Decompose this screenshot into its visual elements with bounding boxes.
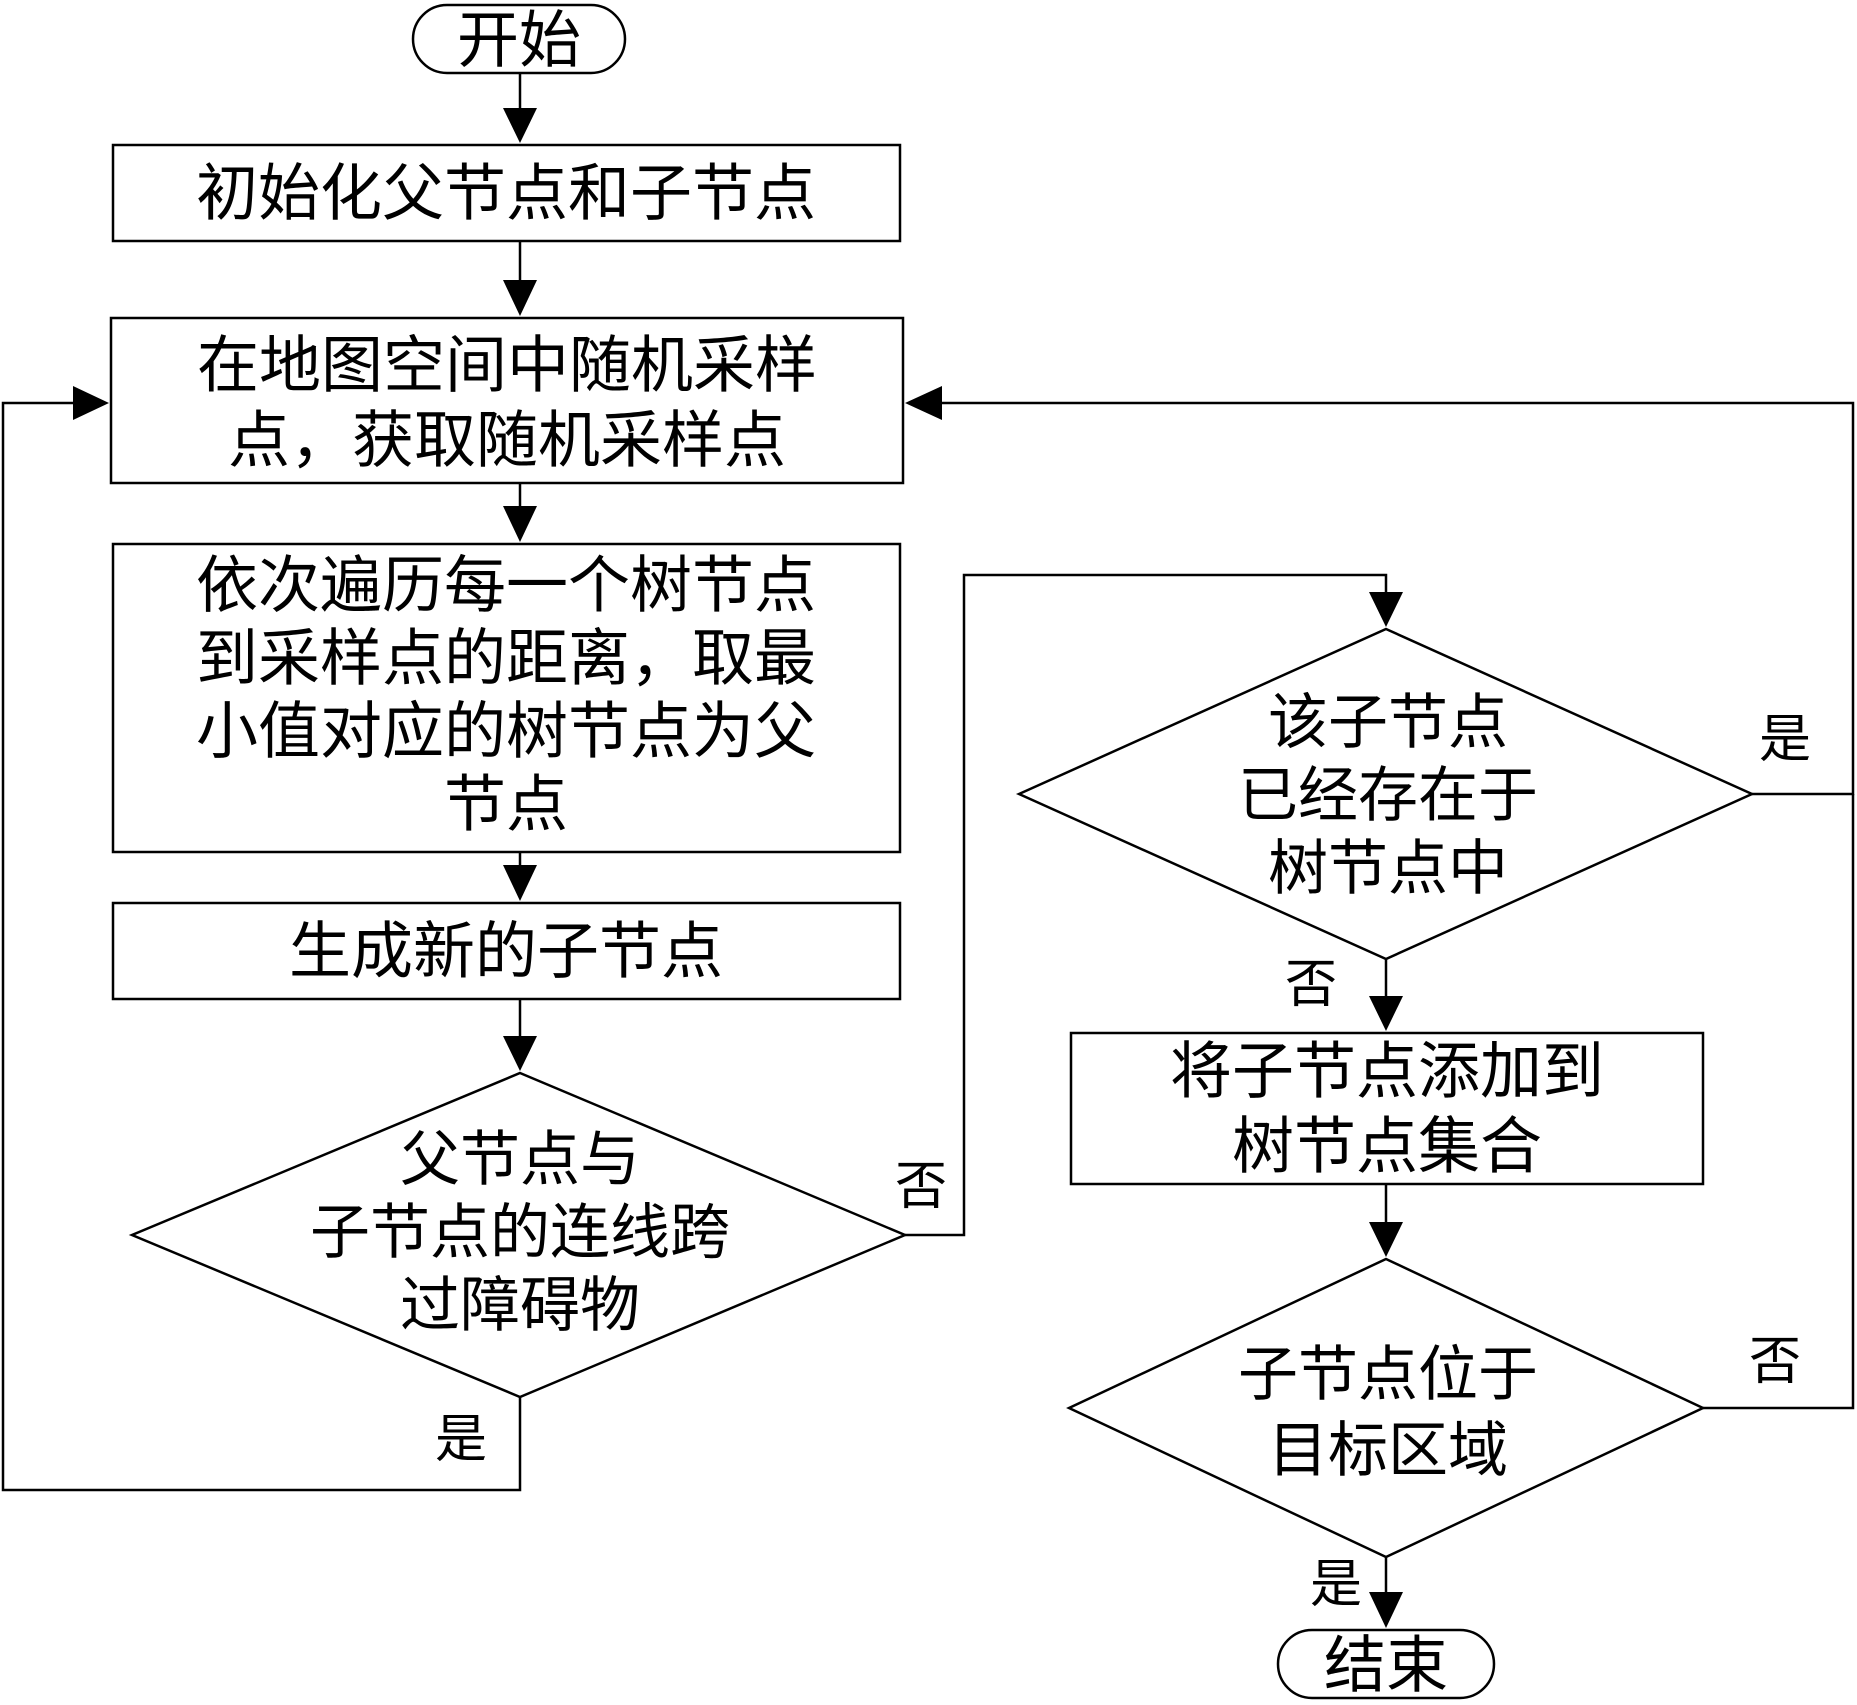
- exists-decision: 该子节点 已经存在于 树节点中: [1015, 627, 1756, 961]
- arrow-collision-yes-loop: [1, 386, 522, 1492]
- arrow-collision-no-to-exists: [905, 573, 1403, 1237]
- goal-label-line-2: 目标区域: [1268, 1416, 1508, 1486]
- add-label-line-2: 树节点集合: [1232, 1110, 1542, 1183]
- arrow-start-to-init: [503, 73, 537, 143]
- sample-label-line-1: 在地图空间中随机采样: [197, 329, 817, 402]
- arrow-generate-to-collision: [503, 999, 537, 1071]
- exists-no-label: 否: [1285, 955, 1337, 1015]
- collision-label-line-1: 父节点与: [400, 1125, 640, 1195]
- exists-label-line-3: 树节点中: [1268, 834, 1508, 904]
- goal-yes-label: 是: [1310, 1555, 1362, 1615]
- start-label: 开始: [457, 4, 581, 77]
- exists-yes-label: 是: [1759, 710, 1811, 770]
- nearest-node: 依次遍历每一个树节点 到采样点的距离，取最 小值对应的树节点为父 节点: [111, 542, 902, 854]
- generate-node: 生成新的子节点: [111, 901, 902, 1001]
- nearest-label-line-1: 依次遍历每一个树节点: [196, 549, 816, 622]
- collision-label-line-3: 过障碍物: [400, 1271, 640, 1341]
- collision-no-label: 否: [895, 1157, 947, 1217]
- arrow-add-to-goal: [1369, 1184, 1403, 1257]
- add-label-line-1: 将子节点添加到: [1170, 1035, 1604, 1108]
- nearest-label-line-4: 节点: [444, 768, 568, 841]
- goal-no-label: 否: [1749, 1332, 1801, 1392]
- generate-label: 生成新的子节点: [289, 915, 723, 988]
- collision-decision: 父节点与 子节点的连线跨 过障碍物: [128, 1071, 909, 1399]
- arrow-nearest-to-generate: [503, 852, 537, 901]
- nearest-label-line-3: 小值对应的树节点为父: [196, 695, 816, 768]
- goal-label-line-1: 子节点位于: [1238, 1340, 1538, 1410]
- nearest-label-line-2: 到采样点的距离，取最: [196, 622, 816, 695]
- init-node: 初始化父节点和子节点: [111, 143, 902, 243]
- arrow-exists-yes-loop: [905, 386, 1855, 796]
- add-node: 将子节点添加到 树节点集合: [1069, 1031, 1705, 1186]
- sample-node: 在地图空间中随机采样 点，获取随机采样点: [109, 316, 905, 485]
- exists-label-line-2: 已经存在于: [1238, 761, 1538, 831]
- collision-yes-label: 是: [435, 1410, 487, 1470]
- exists-label-line-1: 该子节点: [1268, 688, 1508, 758]
- end-node: 结束: [1276, 1629, 1496, 1702]
- arrow-goal-no-loop: [1703, 794, 1855, 1410]
- goal-decision: 子节点位于 目标区域: [1066, 1257, 1706, 1559]
- end-label: 结束: [1324, 1629, 1448, 1702]
- arrow-init-to-sample: [503, 241, 537, 316]
- sample-label-line-2: 点，获取随机采样点: [228, 404, 786, 477]
- arrow-exists-no-to-add: [1369, 959, 1403, 1031]
- init-label: 初始化父节点和子节点: [196, 157, 816, 230]
- arrow-sample-to-nearest: [503, 483, 537, 542]
- arrow-goal-yes-to-end: [1369, 1557, 1403, 1628]
- collision-label-line-2: 子节点的连线跨: [310, 1198, 730, 1268]
- start-node: 开始: [411, 4, 627, 77]
